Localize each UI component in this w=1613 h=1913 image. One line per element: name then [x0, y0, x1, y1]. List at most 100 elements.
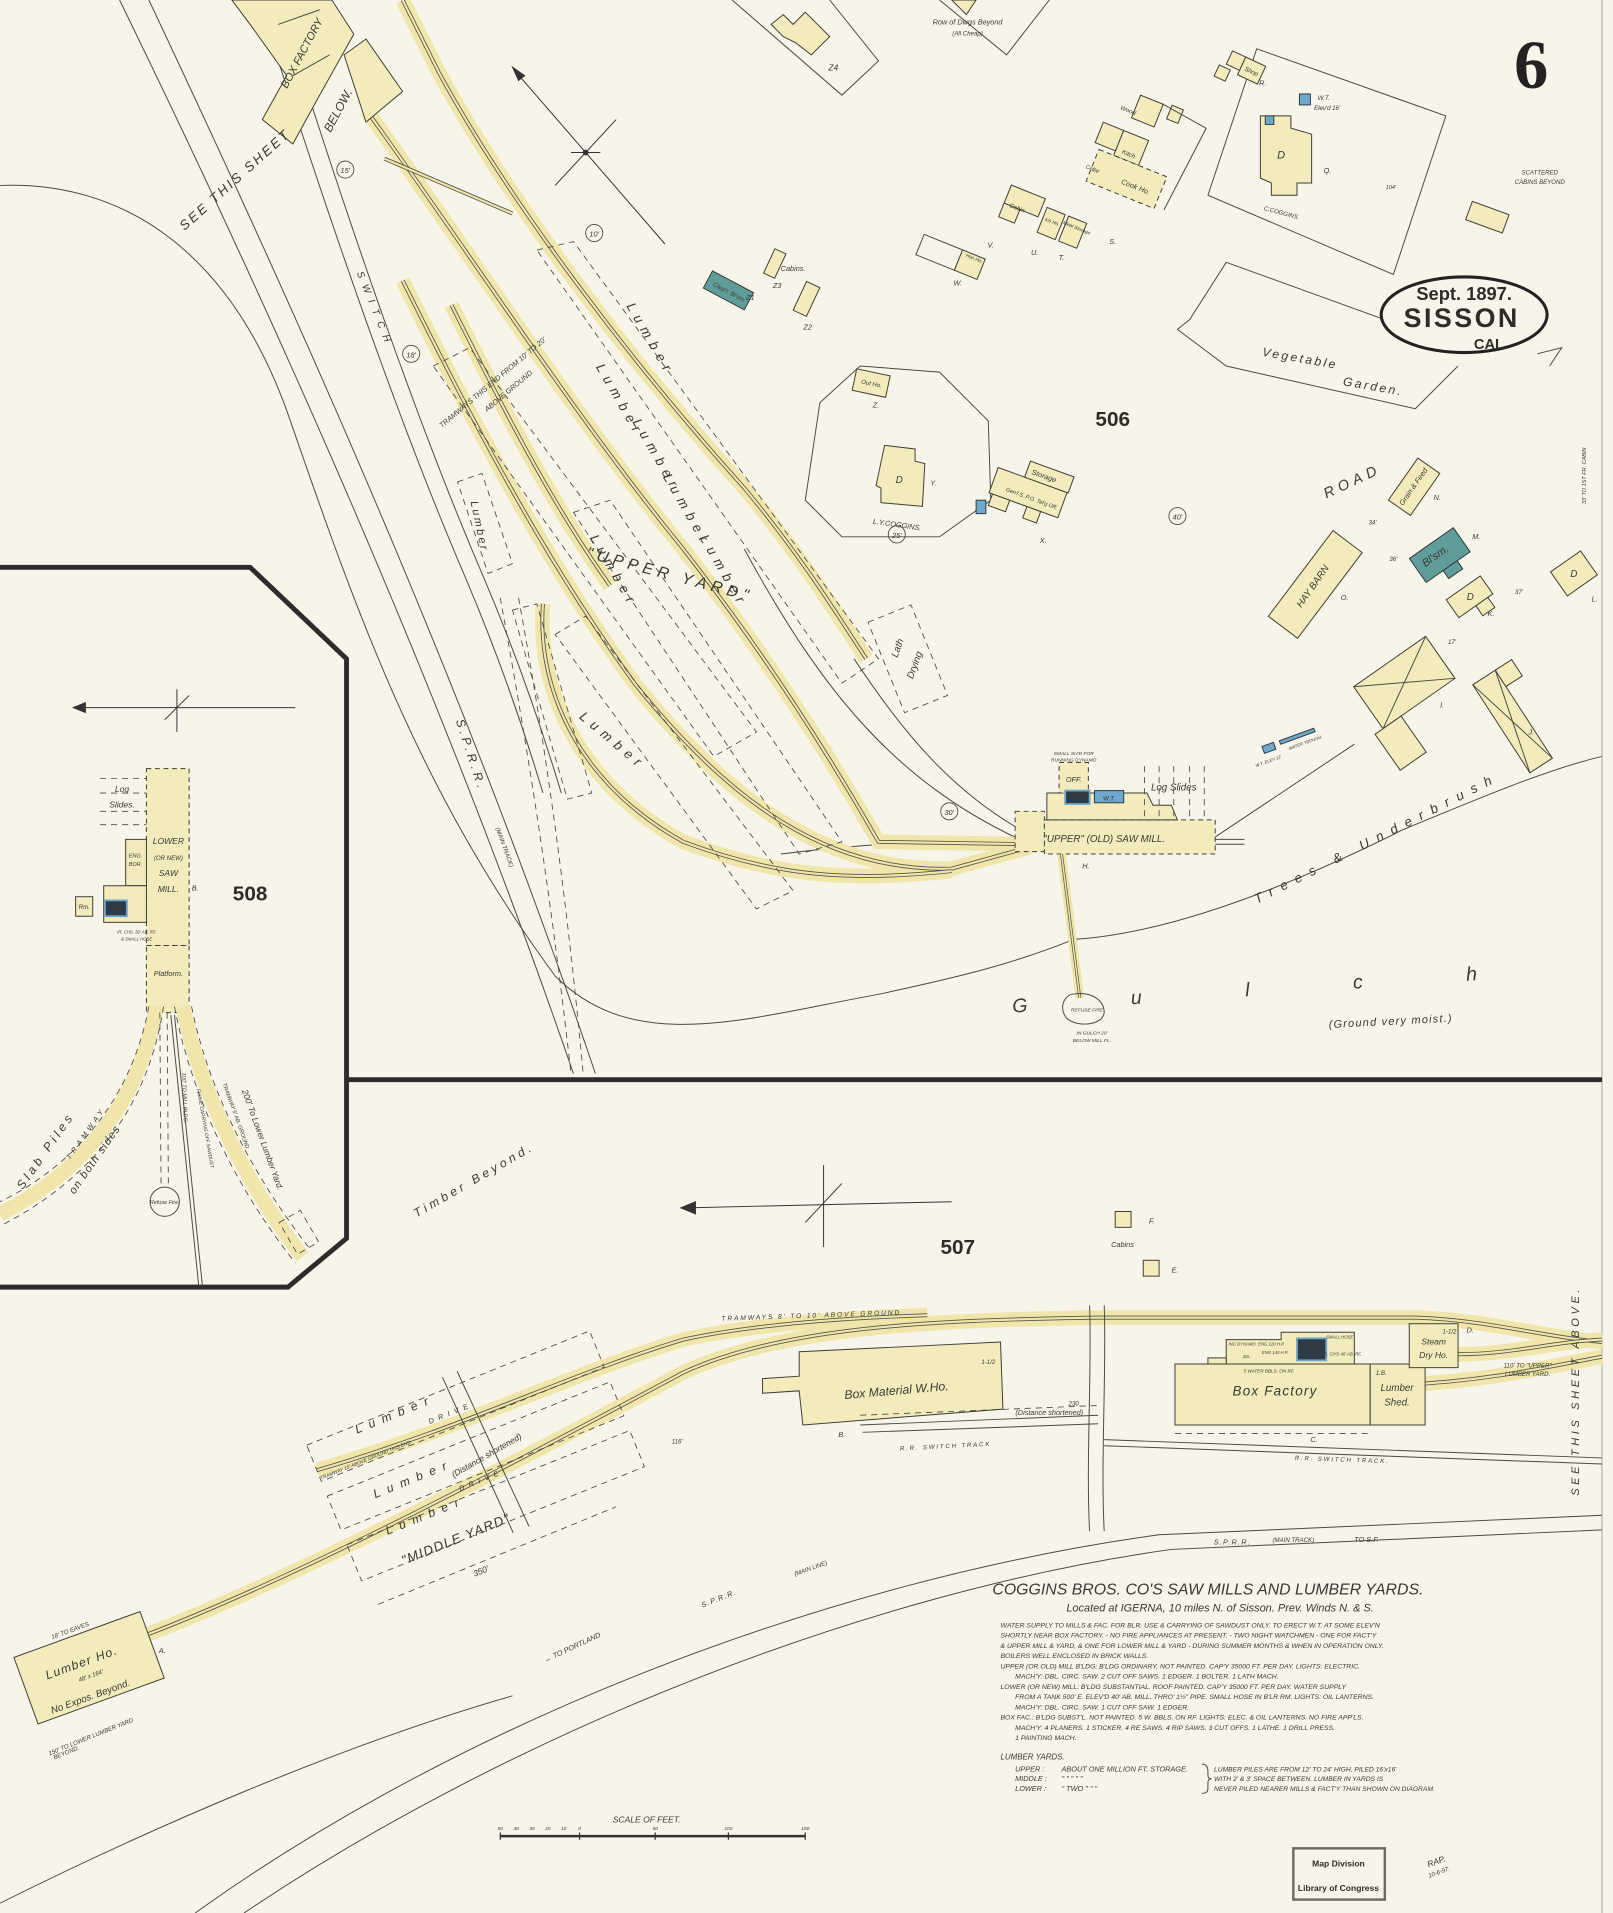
switch-track	[518, 597, 584, 1074]
legend-line: WATER SUPPLY TO MILLS & FAC. FOR BLR. US…	[1000, 1623, 1379, 1630]
scale-tick-label: 50	[498, 1826, 504, 1832]
label-s: S.	[1109, 237, 1116, 246]
label-i: I.	[1440, 701, 1444, 710]
creek-crossing	[1087, 1305, 1091, 1532]
label-n: N.	[1434, 493, 1441, 502]
label-saw: SAW	[159, 868, 179, 878]
label-z4: Z4	[827, 63, 838, 73]
scale-tick-label: 0	[578, 1826, 581, 1832]
carpenter-blacksmith-shop	[702, 270, 755, 311]
label-to-upper-yard: LUMBER YARD.	[1505, 1371, 1550, 1378]
town-name: SISSON	[1404, 303, 1520, 333]
cabin-z3	[762, 248, 787, 279]
hay-barn-o	[1267, 529, 1363, 639]
tracks-to-mill	[743, 548, 1026, 843]
building-i	[1352, 635, 1456, 771]
label-distance: 37'	[1515, 589, 1524, 596]
label-engine: ENG 120 H.P.	[1258, 1342, 1284, 1347]
inset-tramways	[0, 1005, 320, 1288]
dimension-350	[378, 1506, 617, 1605]
block-number-506: 506	[1095, 408, 1130, 431]
blacksmith-m	[1408, 527, 1471, 584]
label-small-hose: SMALL HOSE	[1326, 1334, 1353, 1339]
building-wall	[278, 9, 320, 25]
label-lumber-shed: Shed.	[1384, 1397, 1409, 1408]
lath-drying-shed	[867, 604, 949, 714]
label-f: F.	[1149, 1217, 1155, 1226]
label-b: B.	[838, 1430, 845, 1439]
label-to-sf: TO S.F.	[1354, 1535, 1379, 1544]
legend-yard-value: ABOUT ONE MILLION FT. STORAGE.	[1061, 1764, 1188, 1773]
lower-saw-mill	[75, 768, 190, 1014]
stamp-line: Library of Congress	[1298, 1883, 1379, 1893]
label-rr-switch: R.R. SWITCH TRACK	[900, 1441, 992, 1453]
label-distance: 18'	[406, 350, 416, 359]
label-dwelling: D	[1570, 569, 1577, 580]
label-small-hose: & SMALL HOSE	[121, 937, 152, 942]
label-steam-dry-house: Dry Ho.	[1419, 1350, 1448, 1360]
water-tank	[1264, 115, 1275, 125]
label-distance: 25'	[891, 531, 902, 540]
box-factory-c	[1104, 1323, 1603, 1465]
inset-compass	[71, 689, 296, 733]
label-scattered-cabins: CABINS BEYOND	[1515, 179, 1566, 186]
library-of-congress-stamp	[1292, 1847, 1387, 1901]
label-rr-switch: R.R. SWITCH TRACK.	[1295, 1455, 1390, 1465]
switch-track	[499, 597, 572, 1074]
label-distance: 104'	[1386, 185, 1397, 191]
water-trough	[1278, 727, 1316, 745]
label-y: Y.	[930, 479, 936, 488]
coggins-lot	[1207, 48, 1447, 276]
label-sprr: S.P.R.R.	[1214, 1538, 1251, 1547]
water-tank-x	[975, 499, 987, 515]
label-distance-shortened: (Distance shortened)	[1015, 1408, 1083, 1417]
label-main-track: (MAIN TRACK)	[1273, 1537, 1315, 1544]
label-dynamo: 30L.	[1243, 1354, 1251, 1359]
rr-switch-track	[862, 1423, 1099, 1433]
tracks-to-mill	[853, 658, 1032, 837]
label-v: V.	[988, 241, 994, 250]
switch-track	[277, 0, 562, 794]
label-ice-house: Ice Ho.	[1044, 217, 1061, 228]
legend-line: UPPER (OR OLD) MILL B'LDG: B'LDG ORDINAR…	[1000, 1664, 1360, 1671]
label-distance: 10'	[589, 230, 599, 239]
legend-line: MACH'Y: 4 PLANERS. 1 STICKER. 4 RE SAWS.…	[1015, 1725, 1335, 1732]
dwelling-top	[951, 0, 977, 16]
label-engine: ENG 140 H.P.	[1262, 1350, 1288, 1355]
label-boiler: BOR.	[129, 862, 142, 868]
legend-line: BOX FAC.: B'LDG SUBST'L. NOT PAINTED. 5 …	[1000, 1715, 1363, 1722]
label-first-cabin: 33' TO 1ST FR. CABIN	[1582, 448, 1588, 504]
cabin-f	[1114, 1210, 1132, 1228]
rr-switch-track	[860, 1414, 1099, 1426]
road-edge	[1537, 346, 1563, 367]
label-upper-saw-mill: "UPPER" (OLD) SAW MILL.	[1043, 834, 1165, 845]
lumber-house-a	[13, 1610, 165, 1725]
upper-yard-lumber-piles	[432, 241, 880, 910]
label-stories: 1-1/2	[1443, 1328, 1458, 1335]
label-j: J.	[1527, 727, 1534, 736]
sheet-number: 6	[1514, 27, 1548, 103]
gulch-boundary	[0, 184, 1603, 1025]
label-distance: 34'	[1369, 520, 1378, 527]
legend-yard-name: LOWER :	[1015, 1784, 1046, 1793]
lot-line	[731, 0, 880, 96]
label-l: L.	[1592, 594, 1598, 603]
north-arrow-upper	[511, 65, 666, 245]
middle-yard-piles	[306, 1330, 645, 1582]
cabin-e	[1142, 1259, 1160, 1277]
label-1b: 1.B.	[1376, 1370, 1387, 1377]
legend-brace	[1201, 1763, 1212, 1794]
label-dwelling: D	[1467, 592, 1474, 603]
label-log-slides: Log Slides	[1151, 783, 1197, 794]
cabin-p	[1465, 200, 1510, 234]
label-scattered-cabins: SCATTERED	[1522, 169, 1559, 176]
dwelling-k	[1445, 575, 1496, 619]
upper-yard-tramways	[360, 0, 1033, 884]
label-or-new: (OR NEW)	[154, 855, 183, 862]
road-line	[1207, 743, 1355, 843]
legend-line: BOILERS WELL ENCLOSED IN BRICK WALLS.	[1000, 1653, 1148, 1660]
label-e: E.	[1172, 1265, 1179, 1274]
scale-tick-label: 20	[544, 1826, 551, 1832]
label-room: Rm.	[79, 904, 90, 911]
